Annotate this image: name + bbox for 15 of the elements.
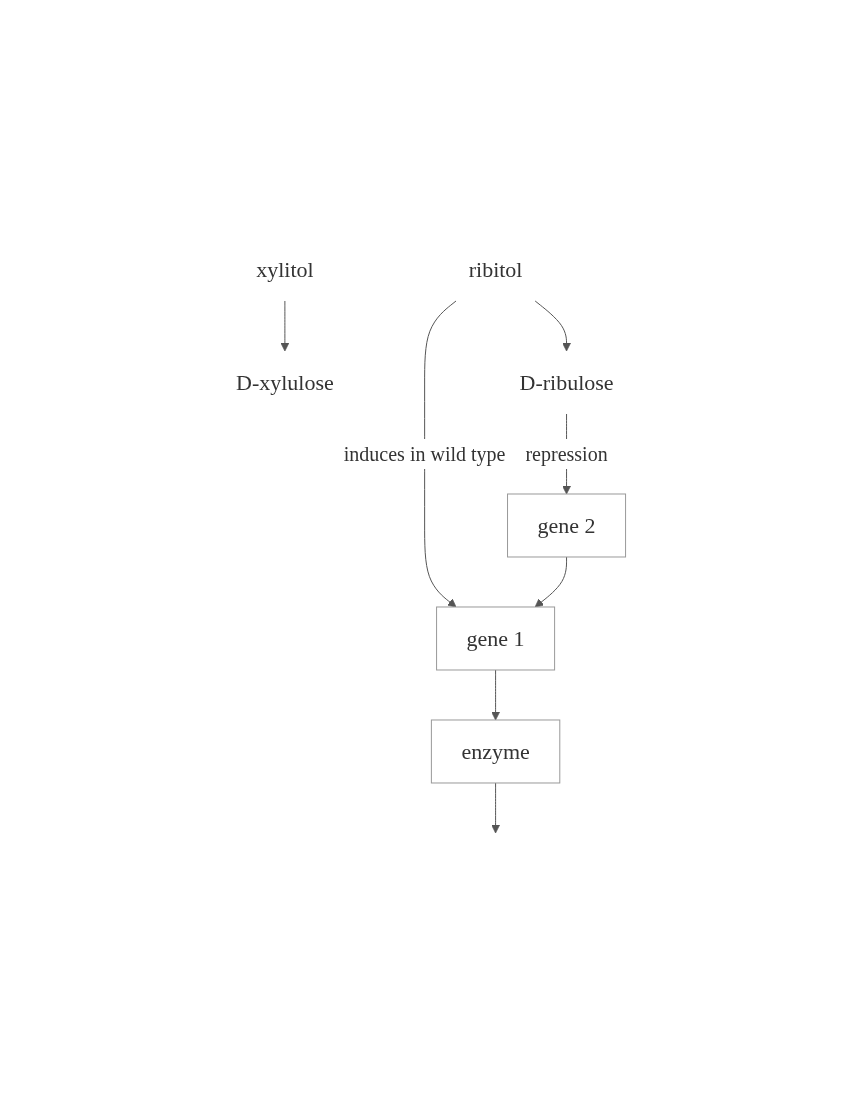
arrow <box>491 669 501 720</box>
edge-label: repression <box>525 442 608 465</box>
arrow <box>534 300 572 351</box>
edge-label: induces in wild type <box>344 442 506 465</box>
arrow <box>280 300 290 351</box>
node-box: gene 2 <box>507 493 627 557</box>
node-text: xylitol <box>256 256 314 282</box>
arrow <box>491 782 501 833</box>
node-text: D-ribulose <box>519 369 614 395</box>
arrow <box>424 300 457 607</box>
node-box: enzyme <box>431 719 561 783</box>
arrow <box>534 556 568 607</box>
node-text: D-xylulose <box>236 369 334 395</box>
node-text: ribitol <box>468 256 523 282</box>
node-box: gene 1 <box>436 606 556 670</box>
